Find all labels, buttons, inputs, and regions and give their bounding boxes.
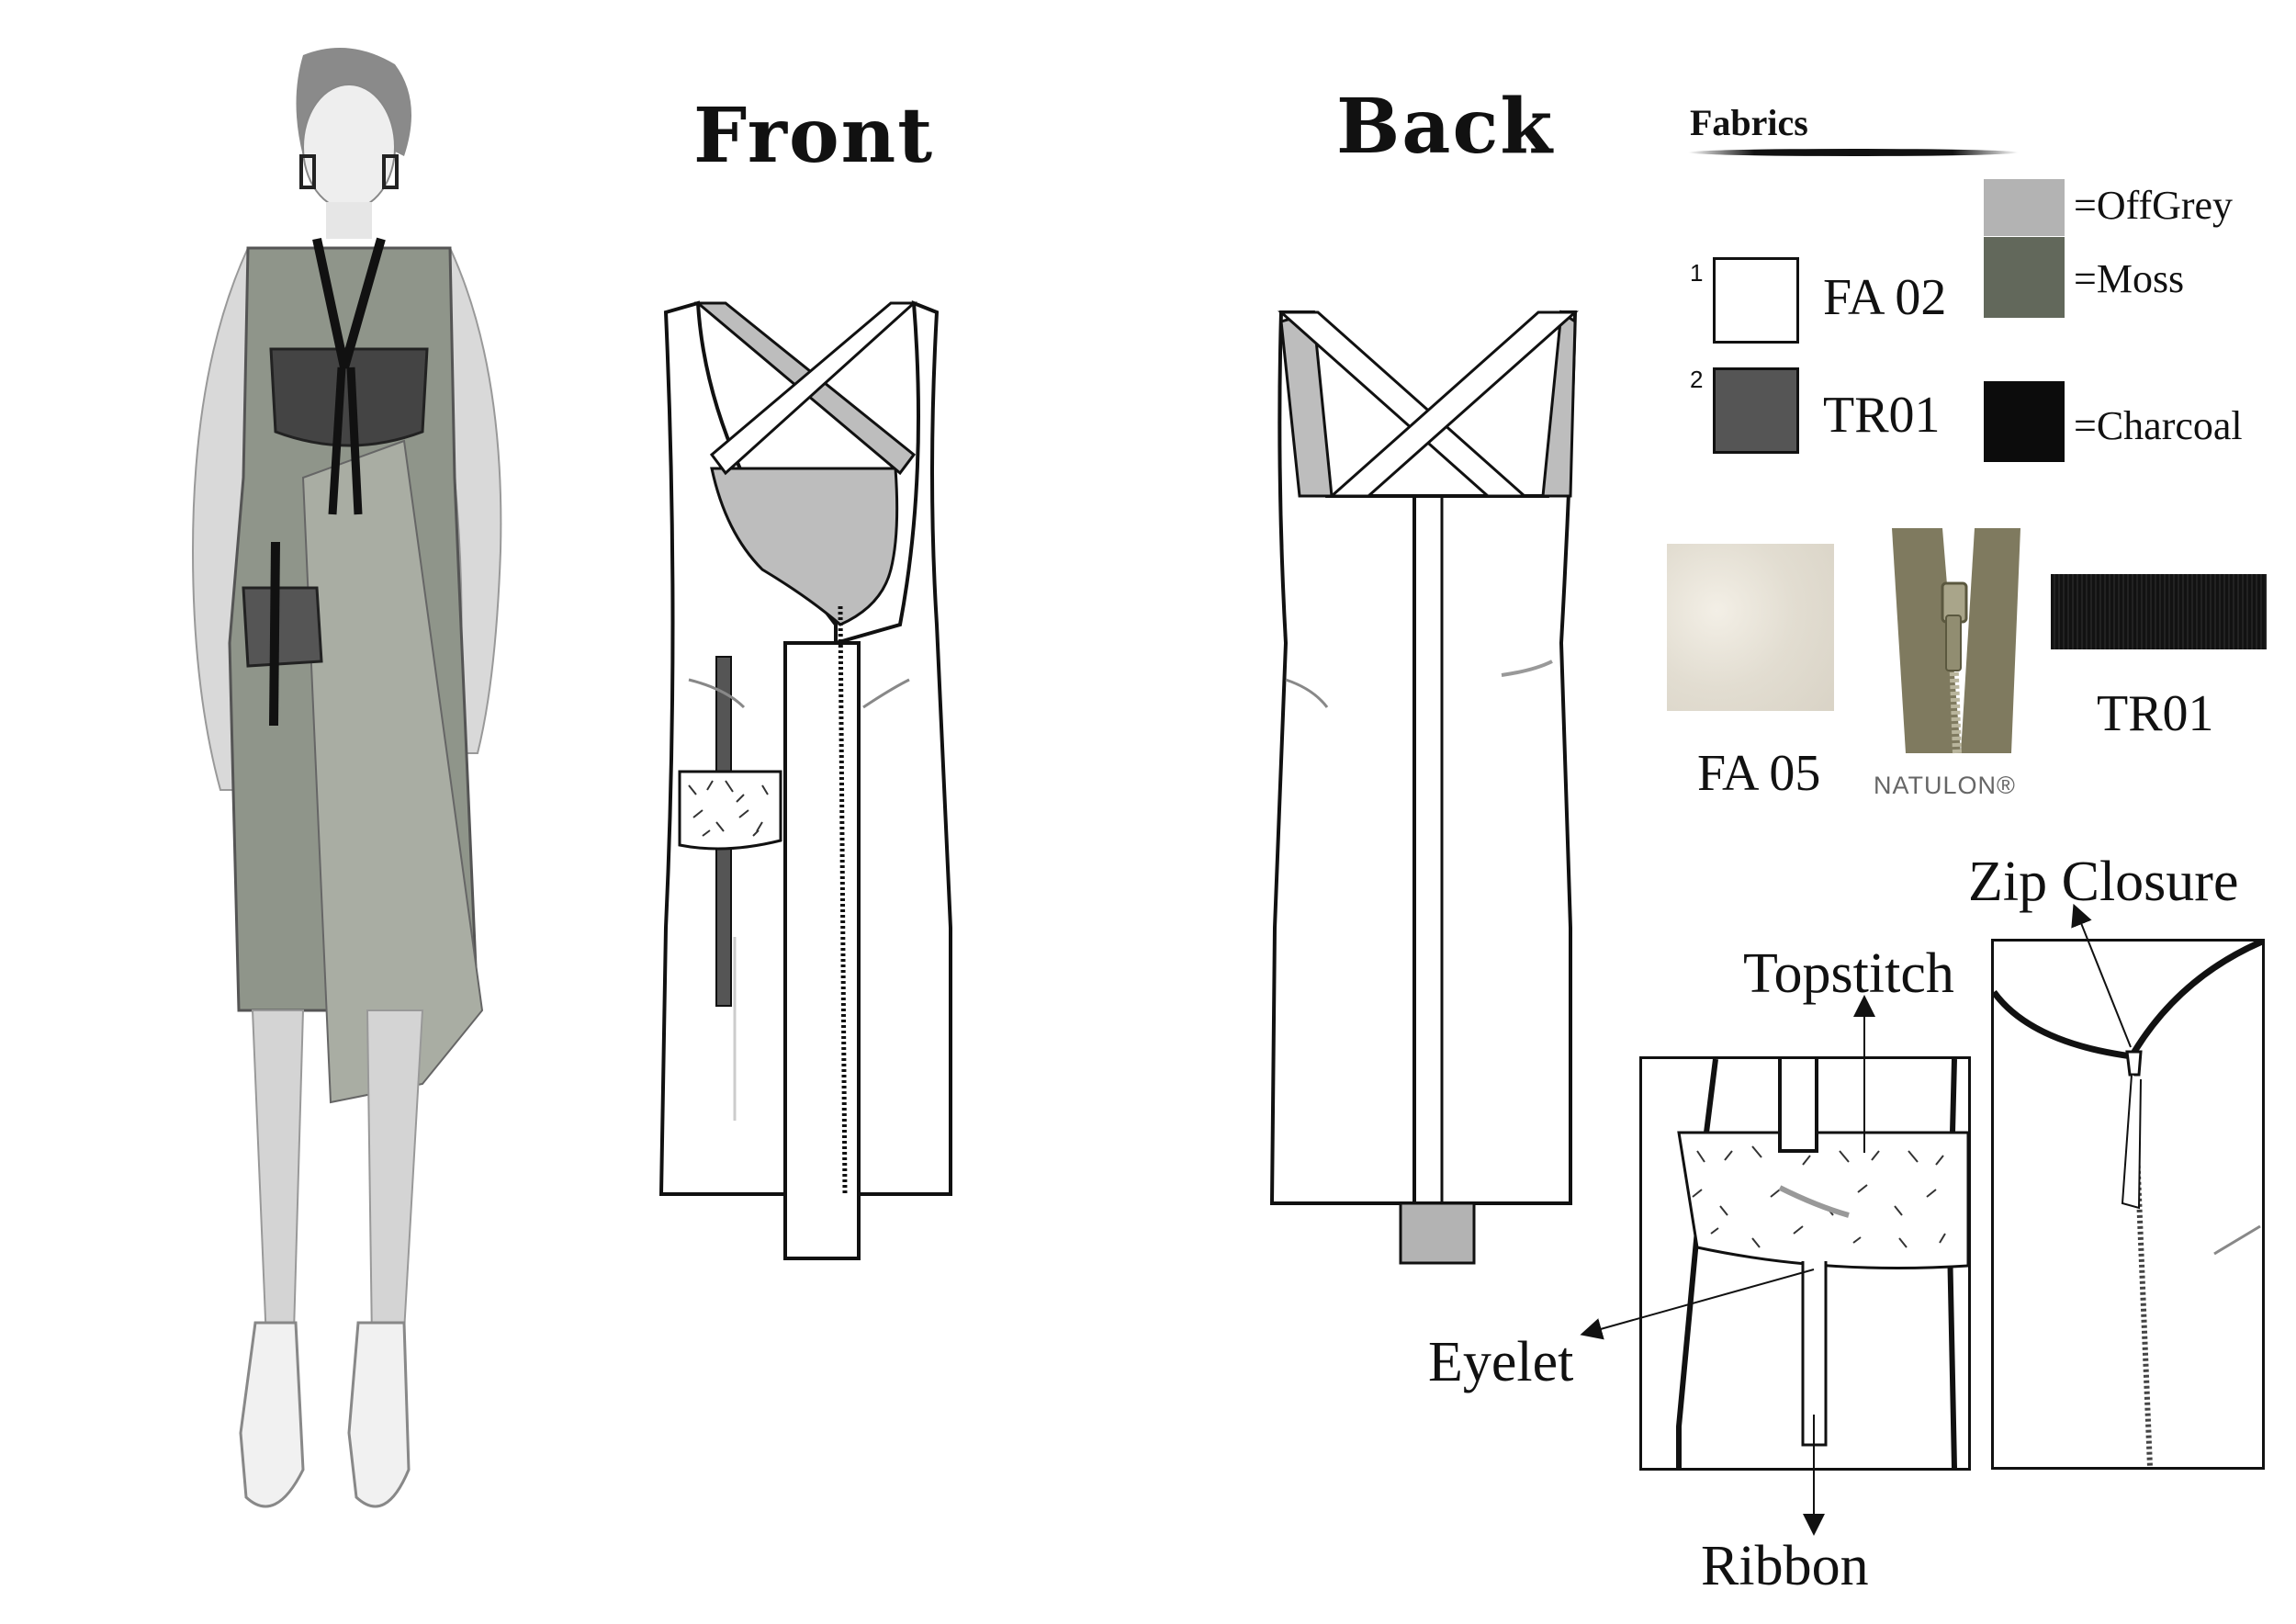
tr01-trim-label: TR01 [2097, 685, 2214, 742]
pocket-detail-box [1639, 1056, 1971, 1471]
palette-charcoal-swatch [1984, 381, 2065, 462]
zip-detail-box [1991, 939, 2265, 1470]
front-flat-sketch [625, 294, 992, 1304]
fabric-2-swatch [1713, 367, 1799, 454]
fabric-2-number: 2 [1690, 366, 1704, 393]
fabric-1-code: FA 02 [1823, 269, 1947, 326]
palette-moss-swatch [1984, 237, 2065, 318]
fabrics-header: Fabrics [1690, 102, 1808, 143]
fashion-illustration [0, 0, 569, 1624]
zip-closure-label: Zip Closure [1968, 851, 2239, 913]
palette-moss-label: =Moss [2074, 256, 2185, 301]
eyelet-label: Eyelet [1428, 1331, 1574, 1393]
ribbon-label: Ribbon [1701, 1535, 1869, 1597]
natulon-label: NATULON® [1874, 772, 2016, 799]
fabric-1-swatch [1713, 257, 1799, 344]
zipper-sample [1887, 528, 2025, 754]
palette-offgrey-label: =OffGrey [2074, 183, 2234, 228]
back-flat-sketch [1258, 294, 1607, 1286]
back-title: Back [1336, 83, 1555, 171]
topstitch-label: Topstitch [1743, 942, 1954, 1005]
fabric-2-code: TR01 [1823, 387, 1941, 444]
tr01-trim-sample [2051, 574, 2267, 649]
fa05-fabric-sample [1667, 544, 1834, 711]
fabrics-header-underline [1688, 149, 2019, 156]
fa05-label: FA 05 [1697, 745, 1821, 802]
fabric-1-number: 1 [1690, 259, 1704, 287]
palette-offgrey-swatch [1984, 179, 2065, 236]
front-title: Front [693, 92, 935, 180]
palette-charcoal-label: =Charcoal [2074, 403, 2243, 448]
